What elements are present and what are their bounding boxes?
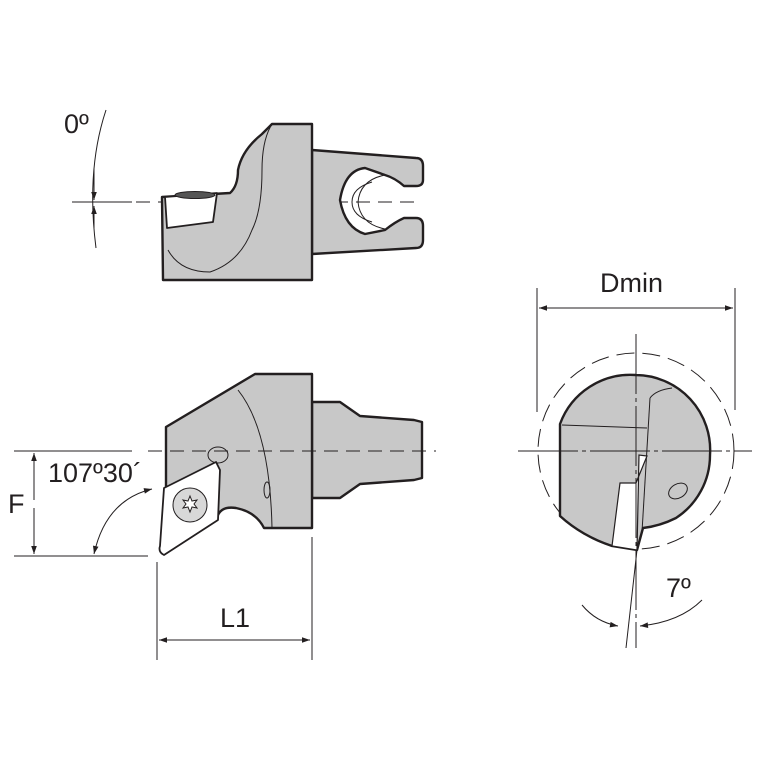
clearance-arrow-left bbox=[581, 604, 619, 628]
approach-angle-label: 107º30´ bbox=[48, 458, 142, 488]
fork-inner-arc bbox=[357, 174, 386, 230]
clearance-line bbox=[625, 549, 638, 649]
pin-hole bbox=[207, 446, 229, 464]
coolant-hole bbox=[263, 481, 271, 499]
f-label: F bbox=[8, 489, 25, 519]
end-contour bbox=[649, 387, 673, 399]
end-step-line bbox=[561, 424, 648, 429]
end-view: Dmin 7º bbox=[518, 268, 752, 649]
body-arc-side bbox=[237, 389, 273, 529]
dmin-label: Dmin bbox=[600, 268, 663, 298]
side-view: F 107º30´ L1 bbox=[8, 372, 436, 660]
end-insert-edge bbox=[641, 397, 651, 533]
fork-inner-arc-2 bbox=[351, 181, 373, 223]
rake-angle-label: 0º bbox=[64, 109, 89, 139]
rake-angle-arc bbox=[92, 109, 107, 249]
approach-angle-arc bbox=[93, 488, 153, 555]
end-coolant-hole bbox=[668, 482, 688, 500]
shank-side bbox=[310, 400, 424, 500]
torx-icon bbox=[181, 494, 199, 514]
tool-body-top bbox=[160, 122, 314, 282]
insert-screw-top bbox=[174, 191, 216, 199]
end-body bbox=[558, 373, 712, 552]
clearance-angle-label: 7º bbox=[666, 573, 691, 603]
clearance-arrow-right bbox=[639, 599, 703, 628]
body-contour bbox=[167, 123, 273, 273]
l1-label: L1 bbox=[220, 603, 250, 633]
top-view: 0º bbox=[64, 109, 425, 282]
shank-fork bbox=[310, 148, 425, 256]
